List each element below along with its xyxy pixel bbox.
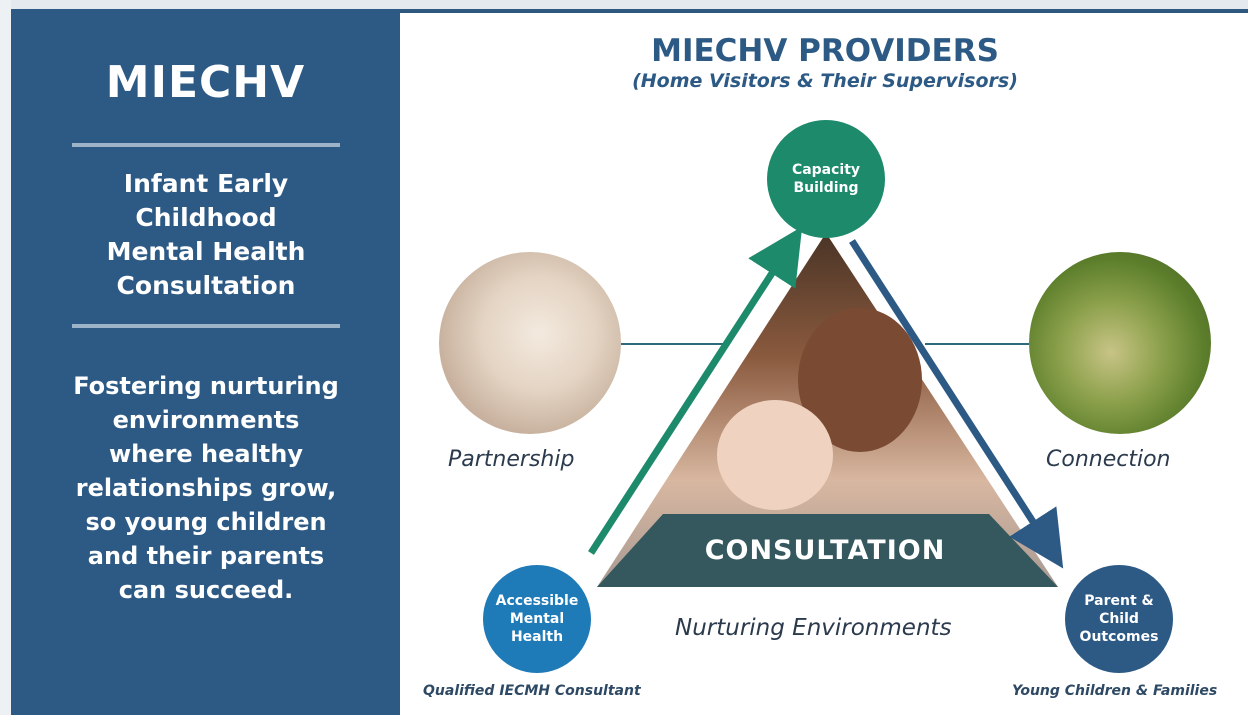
panel-tagline: Fostering nurturing environments where h… (41, 369, 371, 607)
arrow-down-blue (849, 239, 1064, 569)
node-label-line: Building (793, 180, 859, 196)
node-accessible-mental-health: Accessible Mental Health (483, 565, 591, 673)
partnership-label: Partnership (448, 447, 575, 472)
tagline-line: environments (112, 406, 300, 434)
triangle-diagram (588, 226, 1064, 587)
families-caption: Young Children & Families (1012, 683, 1218, 699)
top-accent-line (400, 9, 1248, 13)
tagline-line: can succeed. (118, 576, 294, 604)
node-capacity-building: Capacity Building (767, 120, 885, 238)
node-parent-child-outcomes: Parent & Child Outcomes (1065, 565, 1173, 673)
node-label-line: Health (510, 629, 564, 645)
consultant-caption: Qualified IECMH Consultant (423, 683, 641, 699)
node-label-line: Capacity (791, 162, 861, 178)
left-info-panel: MIECHV Infant Early Childhood Mental Hea… (11, 9, 400, 715)
panel-subtitle: Infant Early Childhood Mental Health Con… (51, 167, 361, 303)
top-border (0, 0, 1248, 9)
holding-hands-photo (1029, 252, 1211, 434)
subtitle-line: Mental Health (106, 237, 306, 266)
mother-face (798, 308, 922, 452)
consultation-label: CONSULTATION (704, 535, 946, 566)
subtitle-line: Consultation (116, 271, 296, 300)
diagram-title: MIECHV PROVIDERS (651, 33, 999, 69)
arrow-up-green (588, 226, 803, 555)
left-edge-strip (0, 0, 11, 715)
node-label-line: Mental (509, 611, 565, 627)
node-label-line: Accessible (495, 593, 579, 609)
tagline-line: where healthy (109, 440, 303, 468)
subtitle-line: Childhood (135, 203, 277, 232)
subtitle-line: Infant Early (123, 169, 289, 198)
baby-face (717, 400, 833, 510)
divider-top (72, 143, 340, 147)
consultation-band (597, 514, 1058, 587)
tagline-line: and their parents (87, 542, 325, 570)
connection-label: Connection (1046, 447, 1171, 472)
tagline-line: Fostering nurturing (73, 372, 339, 400)
tagline-line: so young children (85, 508, 327, 536)
program-title: MIECHV (105, 57, 306, 108)
handshake-photo (439, 252, 621, 434)
tagline-line: relationships grow, (75, 474, 337, 502)
node-label-line: Parent & (1084, 593, 1154, 609)
node-label-line: Outcomes (1079, 629, 1159, 645)
nurturing-environments-label: Nurturing Environments (675, 615, 952, 641)
diagram-subtitle: (Home Visitors & Their Supervisors) (632, 70, 1018, 92)
node-label-line: Child (1099, 611, 1139, 627)
divider-bottom (72, 324, 340, 328)
